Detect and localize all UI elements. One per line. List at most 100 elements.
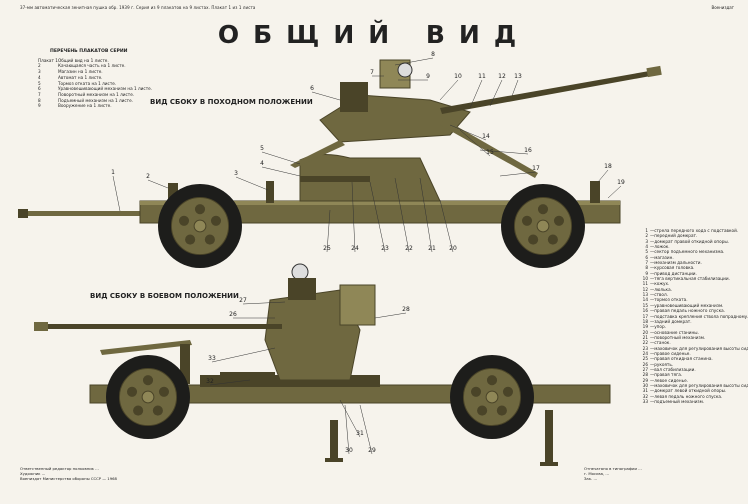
legend-number: 13 — [642, 292, 648, 298]
legend-number: 29 — [642, 377, 648, 383]
legend-text: —магазин. — [650, 254, 674, 260]
legend-item: 20—основание станины. — [636, 330, 748, 335]
leader-line-1 — [112, 175, 121, 212]
footer-line: Ответственный редактор полковник ... — [20, 466, 99, 471]
legend-number: 21 — [642, 334, 648, 340]
front-wheel-hole — [194, 204, 206, 215]
legend-item: 31—домкрат левой откидной опоры. — [636, 388, 748, 393]
callout-25: 25 — [323, 245, 331, 252]
footer-line: Отпечатано в типографии ... — [584, 466, 642, 471]
combat-front-wheel-hole — [126, 386, 138, 397]
legend-number: 1 — [645, 228, 648, 233]
combat-sight — [288, 278, 316, 300]
callout-20: 20 — [449, 245, 457, 252]
legend-text: —правое сиденье. — [650, 350, 691, 356]
callout-18: 18 — [604, 163, 612, 170]
series-list-key: 6 — [38, 86, 41, 92]
series-list-item: Плакат 1Общий вид на 1 листе. — [38, 58, 152, 64]
legend-text: —станок. — [650, 340, 671, 346]
leader-line-30 — [344, 404, 350, 455]
legend-item: 22—станок. — [636, 340, 748, 345]
leader-line-17 — [499, 171, 537, 177]
legend-number: 19 — [642, 324, 648, 330]
legend-text: —ствол. — [650, 292, 668, 298]
callout-1: 1 — [111, 169, 115, 176]
leader-line-24 — [351, 181, 356, 253]
legend-text: —тормоз отката. — [650, 297, 688, 303]
legend-number: 14 — [642, 297, 648, 303]
legend-number: 9 — [645, 270, 648, 276]
left-outrigger-jack — [330, 420, 338, 460]
leader-line-27 — [242, 301, 286, 305]
legend-number: 22 — [642, 340, 648, 346]
leader-line-5 — [261, 151, 301, 165]
tow-bar — [22, 211, 152, 216]
combat-magazine — [339, 284, 376, 326]
leader-line-29 — [359, 404, 373, 455]
legend-number: 15 — [642, 302, 648, 308]
series-list-key: 8 — [38, 97, 41, 103]
callout-26: 26 — [229, 311, 237, 318]
legend-item: 29—левое сиденье. — [636, 378, 748, 383]
legend-item: 26—рукоять. — [636, 362, 748, 367]
callout-15: 15 — [486, 149, 494, 156]
series-list-label: Качающаяся часть на 1 листе. — [58, 63, 126, 69]
legend-text: —передний домкрат. — [650, 233, 698, 239]
callout-28: 28 — [402, 306, 410, 313]
legend-text: —домкрат правой откидной опоры. — [650, 238, 730, 244]
footer-line: Зак. ... — [584, 476, 598, 481]
legend-text: —основание станины. — [650, 329, 699, 335]
legend-number: 25 — [642, 356, 648, 362]
legend-number: 8 — [645, 265, 648, 271]
legend-text: —привод дистанции. — [650, 270, 697, 276]
legend-item: 7—механизм дальности. — [636, 260, 748, 265]
legend-text: —правая тяга. — [650, 372, 683, 378]
leader-line-10 — [439, 79, 459, 101]
combat-rear-wheel-hole — [502, 386, 514, 397]
legend-number: 3 — [645, 238, 648, 244]
callout-22: 22 — [405, 245, 413, 252]
callout-3: 3 — [234, 170, 238, 177]
leader-line-6 — [311, 91, 341, 101]
legend-number: 20 — [642, 329, 648, 335]
legend-number: 4 — [645, 244, 648, 250]
callout-2: 2 — [146, 173, 150, 180]
legend-text: —левое сиденье. — [650, 377, 688, 383]
leader-line-33 — [211, 347, 276, 363]
leader-line-16 — [479, 149, 529, 155]
legend-number: 10 — [642, 276, 648, 282]
front-wheel-hole — [210, 215, 222, 226]
legend-text: —курсовая головка. — [650, 265, 695, 271]
legend-number: 18 — [642, 318, 648, 324]
callout-27: 27 — [239, 297, 247, 304]
series-list-label: Подъемный механизм на 1 листе. — [58, 97, 134, 103]
leader-line-23 — [369, 181, 386, 253]
legend-number: 26 — [642, 361, 648, 367]
legend-number: 11 — [642, 281, 648, 287]
combat-muzzle — [34, 322, 48, 331]
legend-number: 32 — [642, 393, 648, 399]
front-jack — [168, 183, 178, 203]
leader-line-32 — [209, 379, 251, 386]
combat-barrel — [42, 324, 282, 329]
callout-9: 9 — [426, 73, 430, 80]
series-list-item: 6 Уравновешивающий механизм на 1 листе. — [38, 86, 152, 92]
callout-31: 31 — [356, 430, 364, 437]
legend-item: 27—вал стабилизации. — [636, 367, 748, 372]
tow-support — [180, 344, 190, 384]
legend-item: 28—правая тяга. — [636, 372, 748, 377]
legend-text: —левая педаль ножного спуска. — [650, 393, 723, 399]
leader-line-11 — [469, 79, 483, 109]
legend-number: 5 — [645, 249, 648, 255]
legend-number: 2 — [645, 233, 648, 239]
front-wheel-hole — [204, 234, 215, 245]
series-list-label: Уравновешивающий механизм на 1 листе. — [58, 86, 153, 92]
series-list-key: 2 — [38, 63, 41, 69]
callout-5: 5 — [260, 145, 264, 152]
legend-text: —подставка крепления ствола попрадному. — [650, 313, 748, 319]
legend-number: 7 — [645, 260, 648, 266]
gun-barrel — [440, 70, 656, 114]
folded-tow-bar — [100, 340, 192, 355]
legend-item: 8—курсовая головка. — [636, 265, 748, 270]
callout-29: 29 — [368, 447, 376, 454]
